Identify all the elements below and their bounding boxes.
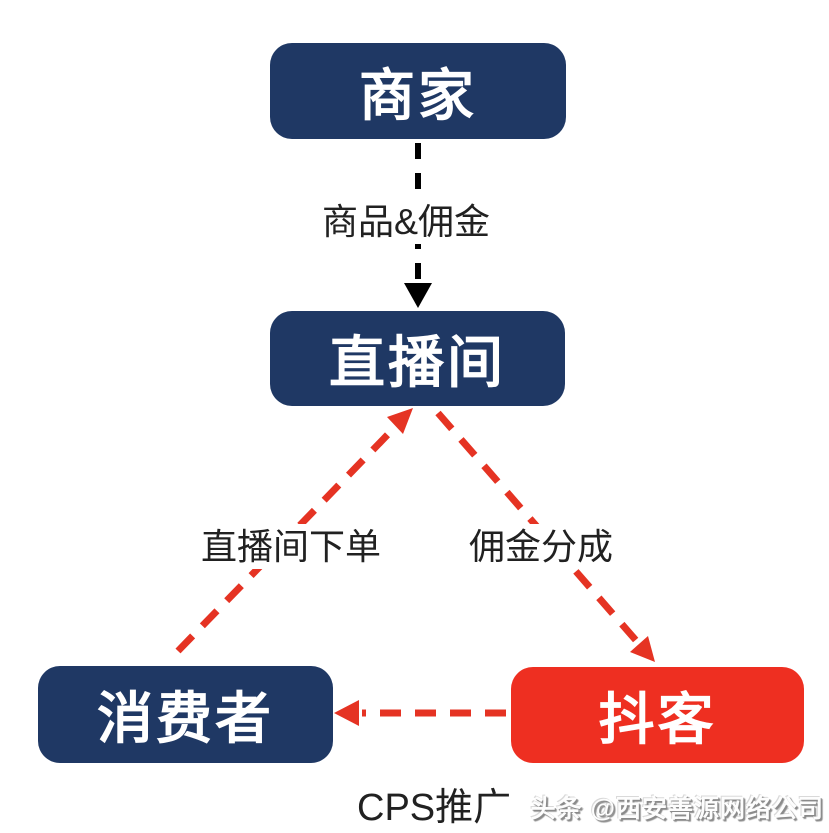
edge-label-cps-promotion: CPS推广 (357, 787, 512, 829)
node-consumer-label: 消费者 (97, 687, 274, 750)
edge-label-live-room-order: 直播间下单 (196, 524, 387, 570)
watermark-toutiao: 头条 @西安善源网络公司 (530, 795, 824, 823)
node-merchant-label: 商家 (359, 63, 477, 127)
node-consumer: 消费者 (38, 666, 333, 763)
node-live-room: 直播间 (270, 311, 565, 406)
node-douke: 抖客 (511, 667, 804, 763)
edge-label-goods-commission: 商品&佣金 (317, 199, 496, 245)
arrow-douke-to-consumer (334, 700, 506, 726)
node-douke-label: 抖客 (598, 687, 717, 751)
edge-label-commission-share: 佣金分成 (464, 524, 619, 570)
node-merchant: 商家 (270, 43, 566, 139)
node-live-room-label: 直播间 (329, 331, 506, 394)
